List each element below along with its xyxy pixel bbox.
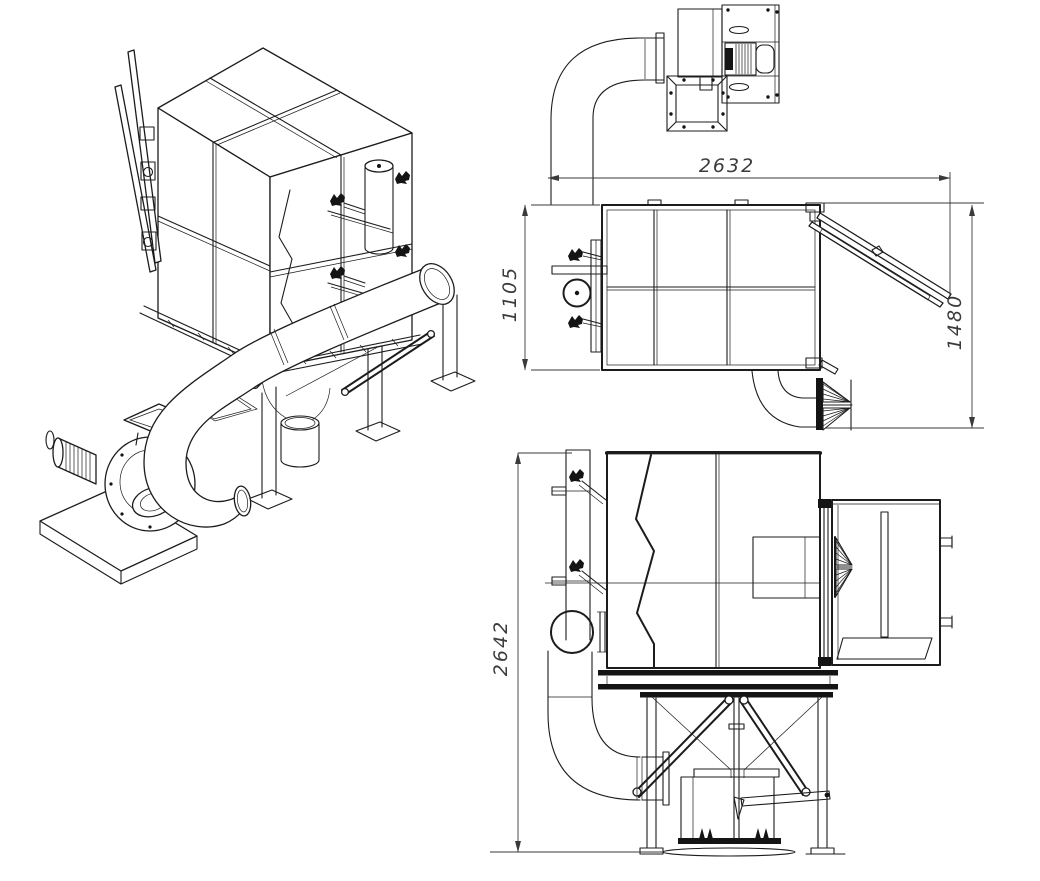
hinge-tab (734, 199, 749, 206)
bin-clamp-lever (740, 790, 831, 807)
iso-motor (45, 430, 97, 485)
top-view (550, 4, 952, 431)
inlet-pipe-section (550, 610, 594, 654)
inlet-baffle-zigzag (635, 454, 655, 668)
plan-filter-body (601, 199, 821, 371)
fan-handle-slot (728, 82, 750, 92)
foot-pad (810, 847, 835, 855)
foot-pad (247, 489, 293, 510)
plan-elbow-duct (550, 37, 665, 206)
plan-flex-connector (751, 370, 853, 431)
fan-handle-slot (728, 25, 750, 35)
shaker-pulley (562, 278, 592, 308)
side-fan-enclosure (831, 499, 953, 666)
dimensions: 2632 1105 1480 2642 (490, 155, 984, 853)
dim-overall-height: 2642 (490, 452, 663, 853)
iso-open-lids (114, 49, 162, 273)
foot-pad (639, 847, 664, 855)
plan-open-lids (805, 202, 952, 375)
iso-main-duct (143, 263, 455, 528)
enclosure-tray (836, 637, 933, 660)
foot-pad (430, 371, 476, 392)
side-filter-body (545, 451, 822, 669)
dim-body-depth: 1105 (499, 204, 600, 371)
dim-lid-clearance: 1480 (822, 202, 984, 429)
side-outlet-and-fanbox (752, 499, 953, 666)
side-view (545, 449, 953, 857)
clamp-knob (569, 559, 584, 572)
isometric-view (39, 47, 476, 585)
lower-hinge (805, 357, 823, 369)
side-stand (547, 650, 846, 857)
enclosure-slot (880, 511, 889, 638)
side-dust-bin (662, 768, 831, 857)
plan-fan-unit (655, 4, 780, 132)
dim-label-lid-height: 1480 (944, 294, 966, 350)
foot-pad (355, 421, 401, 442)
dim-label-depth: 1105 (499, 266, 521, 322)
hinge-tab (647, 199, 662, 206)
clamp-knob (568, 315, 583, 328)
dim-label-width: 2632 (699, 155, 755, 177)
clamp-knob (569, 469, 584, 482)
side-lower-elbow (547, 650, 670, 806)
side-latch-column (550, 449, 608, 654)
iso-dust-bin (280, 415, 320, 468)
plan-motor (724, 42, 775, 76)
fan-inlet-end (233, 485, 252, 517)
duct-open-end (419, 263, 455, 305)
dim-label-overall-height: 2642 (490, 620, 512, 676)
dim-overall-width: 2632 (547, 155, 951, 295)
iso-shaker-cylinder (327, 159, 410, 306)
clamp-knob (568, 248, 583, 261)
plan-fan-outlet-flange (666, 75, 728, 132)
plan-shaker-mechanism (551, 239, 608, 353)
